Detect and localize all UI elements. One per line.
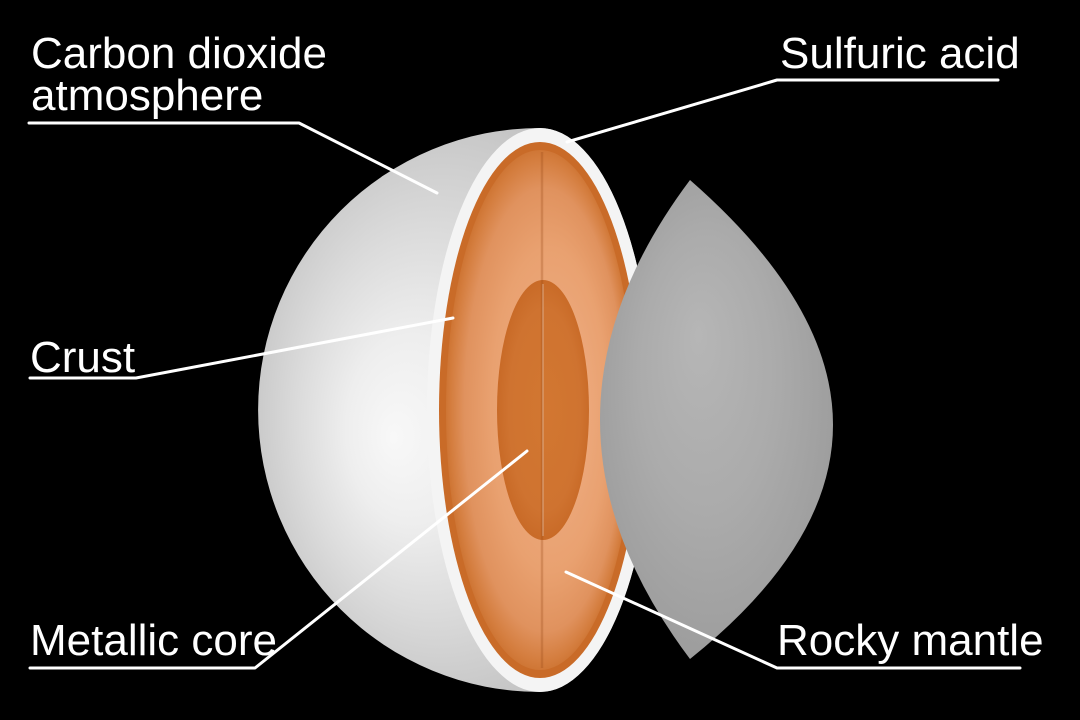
label-atmosphere-line1: Carbon dioxide (31, 29, 327, 78)
metallic-core-face (497, 280, 589, 540)
label-rocky-mantle: Rocky mantle (777, 616, 1044, 665)
leader-line-rocky-mantle (564, 570, 1022, 670)
leader-line-crust (28, 316, 455, 380)
detached-slice (600, 180, 833, 659)
leader-line-sulfuric-acid (565, 78, 1000, 144)
label-metallic-core: Metallic core (30, 616, 277, 665)
leader-line-atmosphere (27, 121, 439, 195)
label-crust: Crust (30, 333, 135, 382)
label-atmosphere-line2: atmosphere (31, 71, 263, 120)
label-sulfuric-acid: Sulfuric acid (780, 29, 1020, 78)
leader-line-metallic-core (28, 449, 529, 670)
